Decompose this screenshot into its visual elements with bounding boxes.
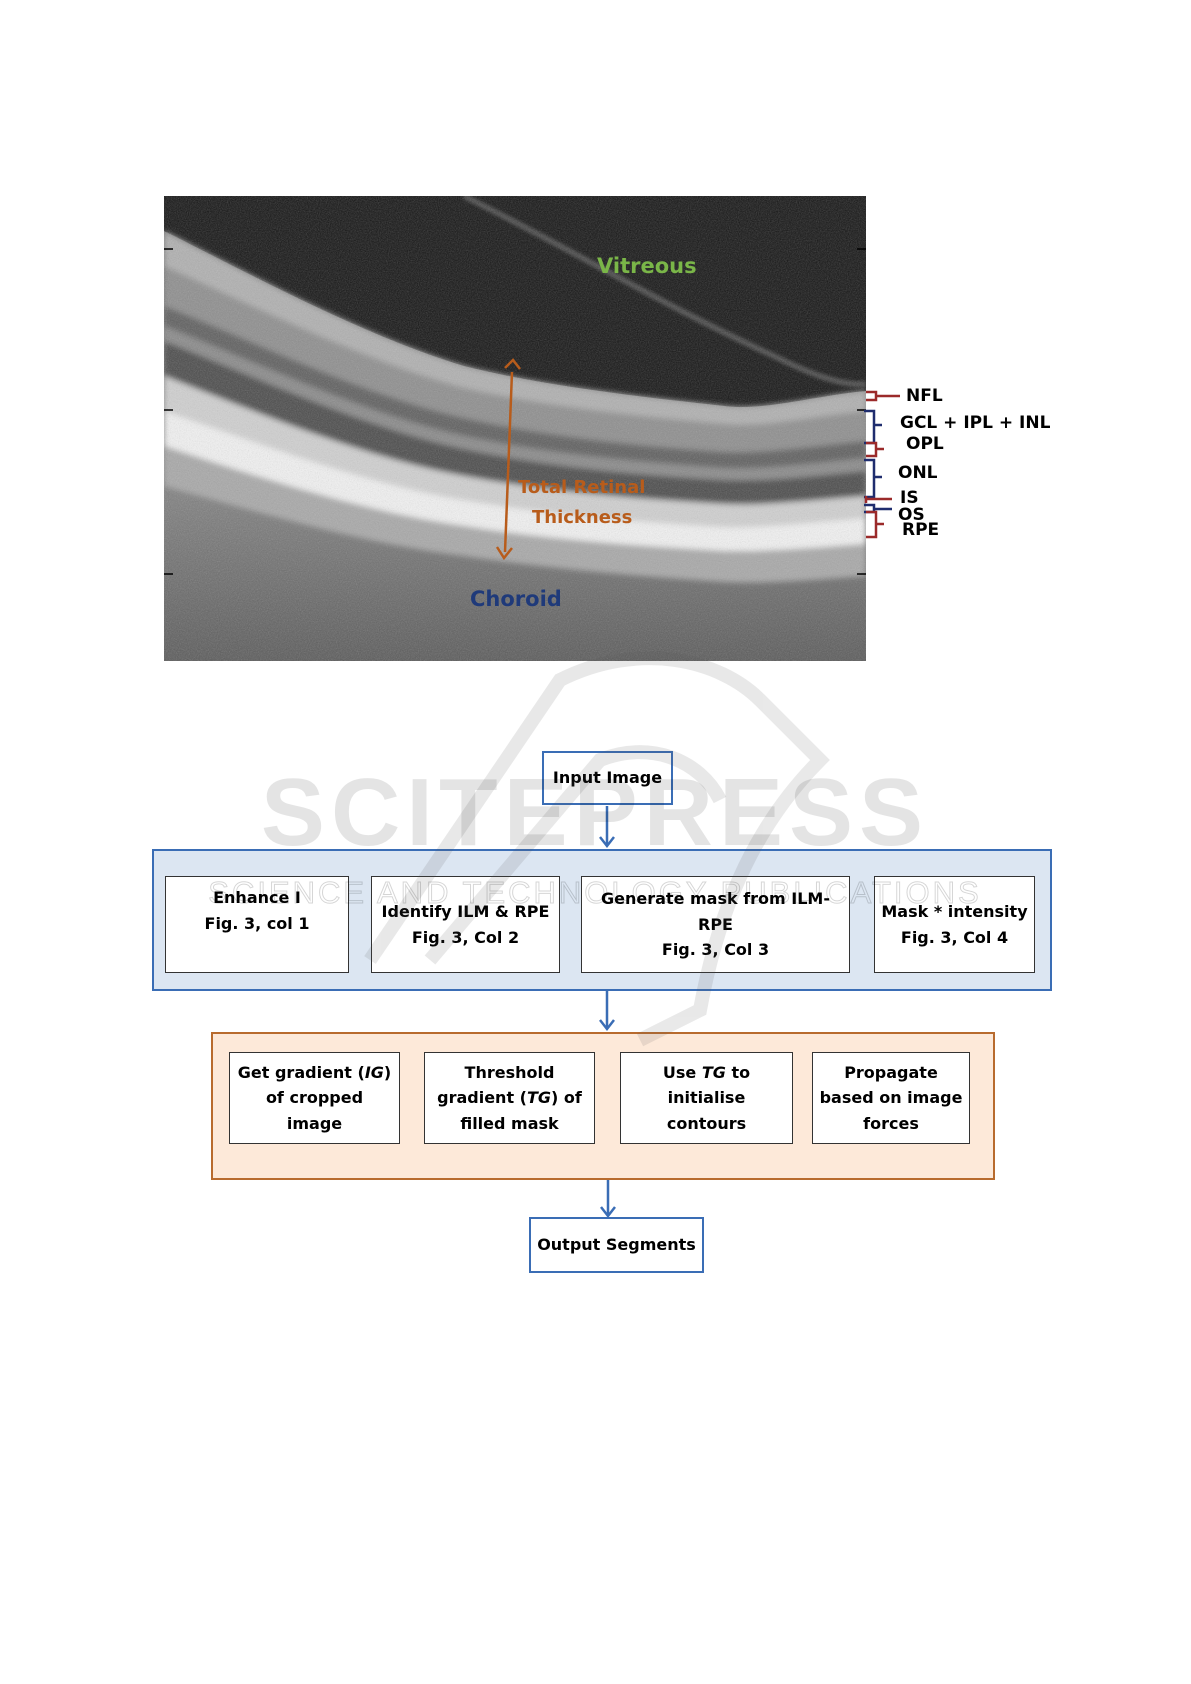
get-gradient-box: Get gradient (IG) of cropped image <box>229 1052 400 1144</box>
gradient-text-a: Get gradient ( <box>237 1062 365 1082</box>
identify-label: Identify ILM & RPE <box>381 901 550 921</box>
gradient-text-ig: IG <box>364 1062 384 1082</box>
thickness-label-line2: Thickness <box>532 507 633 528</box>
gradient-text-line2: of cropped image <box>265 1088 364 1133</box>
generate-mask-figref: Fig. 3, Col 3 <box>661 940 770 960</box>
thickness-arrow <box>495 358 521 561</box>
use-text-line2: initialise contours <box>666 1088 747 1133</box>
layer-label-rpe: RPE <box>902 520 940 540</box>
use-text-a: Use <box>662 1062 702 1082</box>
layer-label-nfl: NFL <box>906 386 943 406</box>
identify-figref: Fig. 3, Col 2 <box>411 927 520 947</box>
generate-mask-label: Generate mask from ILM-RPE <box>601 889 830 934</box>
propagate-box: Propagate based on image forces <box>812 1052 970 1144</box>
threshold-text-b: ) of <box>551 1088 582 1108</box>
use-text-b: to <box>725 1062 751 1082</box>
initialise-contours-box: Use TG to initialise contours <box>620 1052 793 1144</box>
threshold-text-a: gradient ( <box>437 1088 527 1108</box>
mask-intensity-figref: Fig. 3, Col 4 <box>900 927 1009 947</box>
mask-intensity-label: Mask * intensity <box>881 901 1028 921</box>
enhance-label: Enhance I <box>213 888 301 907</box>
propagate-text-line2: based on image <box>819 1088 963 1108</box>
layer-label-is: IS <box>900 488 919 508</box>
threshold-text-tg: TG <box>526 1088 552 1108</box>
layer-brackets <box>864 390 900 539</box>
oct-figure: Vitreous Choroid Total Retinal Thickness <box>164 193 867 661</box>
generate-mask-box: Generate mask from ILM-RPE Fig. 3, Col 3 <box>581 876 850 973</box>
enhance-figref: Fig. 3, col 1 <box>204 913 310 933</box>
input-image-box: Input Image <box>542 751 673 805</box>
layer-label-onl: ONL <box>898 463 938 483</box>
gradient-text-b: ) <box>383 1062 392 1082</box>
output-segments-label: Output Segments <box>537 1235 696 1255</box>
identify-ilm-rpe-box: Identify ILM & RPE Fig. 3, Col 2 <box>371 876 560 973</box>
choroid-label: Choroid <box>470 587 562 611</box>
propagate-text-line1: Propagate <box>844 1062 938 1082</box>
layer-label-gcl-ipl-inl: GCL + IPL + INL <box>900 413 1051 433</box>
oct-scan-image <box>164 193 867 661</box>
vitreous-label: Vitreous <box>597 254 697 278</box>
threshold-text-line3: filled mask <box>460 1113 559 1133</box>
layer-label-opl: OPL <box>906 434 944 454</box>
input-image-label: Input Image <box>552 768 663 788</box>
threshold-text-line1: Threshold <box>464 1062 555 1082</box>
threshold-gradient-box: Threshold gradient (TG) of filled mask <box>424 1052 595 1144</box>
layer-label-os: OS <box>898 505 925 525</box>
thickness-label-line1: Total Retinal <box>518 477 646 498</box>
output-segments-box: Output Segments <box>529 1217 704 1273</box>
mask-intensity-box: Mask * intensity Fig. 3, Col 4 <box>874 876 1035 973</box>
use-text-tg: TG <box>701 1062 726 1082</box>
propagate-text-line3: forces <box>863 1113 919 1133</box>
enhance-box: Enhance I Fig. 3, col 1 <box>165 876 349 973</box>
